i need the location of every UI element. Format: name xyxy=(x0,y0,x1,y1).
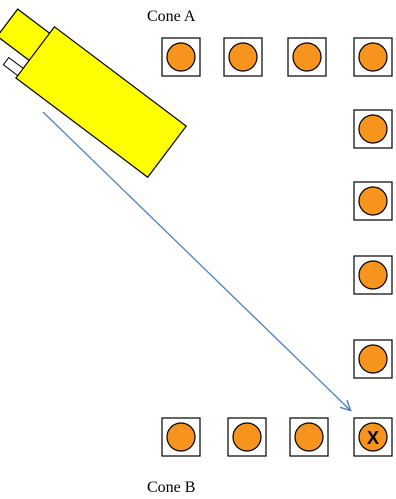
cone-a xyxy=(162,38,200,76)
cone xyxy=(288,38,326,76)
cone xyxy=(354,110,392,148)
cone xyxy=(354,340,392,378)
cone xyxy=(167,43,195,71)
cone xyxy=(354,38,392,76)
vehicle xyxy=(0,3,186,177)
cone xyxy=(359,115,387,143)
cone xyxy=(233,423,261,451)
cone xyxy=(359,43,387,71)
cone xyxy=(293,43,321,71)
cone xyxy=(228,418,266,456)
cone xyxy=(359,261,387,289)
trajectory-arrow xyxy=(43,112,350,410)
cone-row-top xyxy=(162,38,392,76)
cone xyxy=(295,423,323,451)
cone xyxy=(359,187,387,215)
marked-cone-x: X xyxy=(367,428,379,448)
vehicle-body xyxy=(16,27,186,177)
cone xyxy=(224,38,262,76)
cone xyxy=(167,423,195,451)
cone-column-right xyxy=(354,110,392,378)
cone xyxy=(359,345,387,373)
cone-row-bottom: X xyxy=(162,418,392,456)
cone xyxy=(229,43,257,71)
vehicle-sensor xyxy=(3,58,23,76)
cone xyxy=(290,418,328,456)
marked-cone: X xyxy=(354,418,392,456)
cone xyxy=(354,256,392,294)
cone-b xyxy=(162,418,200,456)
cone xyxy=(354,182,392,220)
